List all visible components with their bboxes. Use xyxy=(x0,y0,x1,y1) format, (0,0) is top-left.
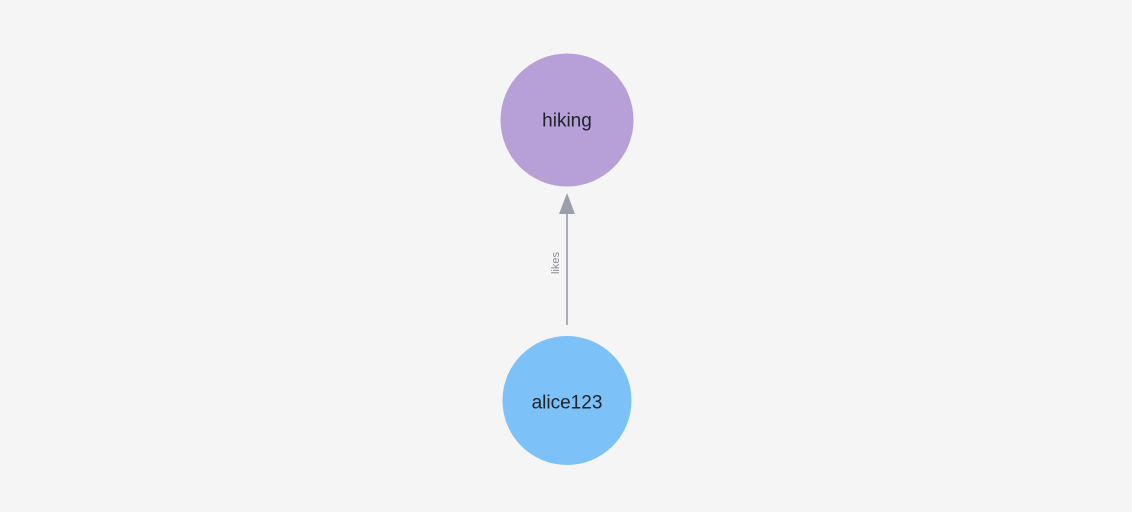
node-hiking-label: hiking xyxy=(542,111,592,132)
edge-likes[interactable]: likes xyxy=(550,193,575,325)
node-hiking[interactable]: hiking xyxy=(500,53,634,187)
node-hiking-circle[interactable] xyxy=(500,53,634,187)
edge-likes-label: likes xyxy=(550,252,562,275)
node-alice123-circle[interactable] xyxy=(502,336,632,465)
node-alice123[interactable]: alice123 xyxy=(502,336,632,465)
node-alice123-label: alice123 xyxy=(532,393,603,414)
edge-likes-arrowhead xyxy=(559,193,575,214)
